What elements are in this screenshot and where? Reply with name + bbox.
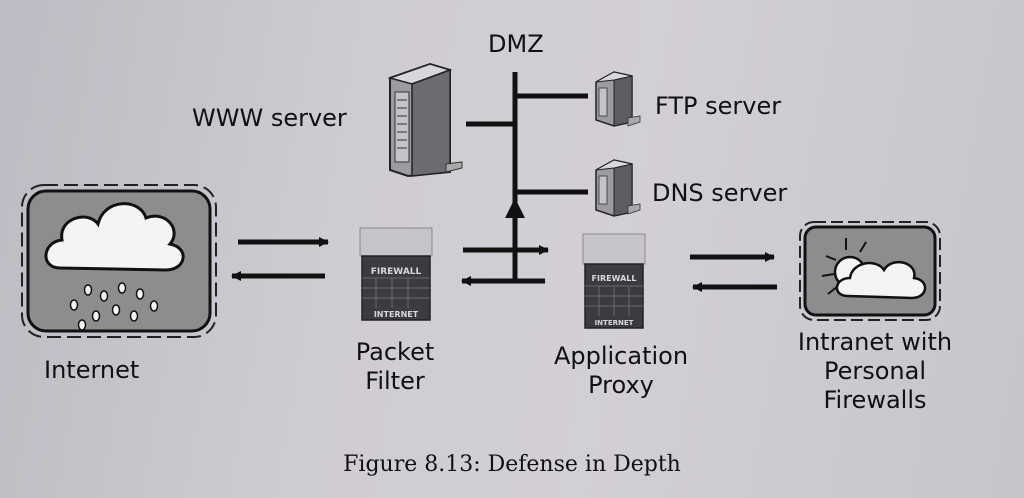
www-server-label: WWW server bbox=[192, 104, 347, 132]
intranet-sun-cloud-icon bbox=[799, 221, 941, 321]
ftp-server-icon bbox=[595, 71, 641, 127]
packet-filter-label-line-1: Packet bbox=[355, 338, 435, 366]
application-proxy-label: Application Proxy bbox=[536, 342, 706, 400]
intranet-label-line-3: Firewalls bbox=[823, 386, 927, 414]
arrows-filter-proxy bbox=[461, 245, 549, 286]
arrows-internet-filter bbox=[231, 237, 329, 281]
proxy-internet-text: INTERNET bbox=[595, 319, 634, 327]
intranet-label-line-2: Personal bbox=[823, 357, 927, 385]
packet-filter-label-line-2: Filter bbox=[365, 367, 425, 395]
packet-filter-firewall-icon: FIREWALL INTERNET bbox=[359, 227, 433, 321]
packet-filter-label: Packet Filter bbox=[320, 338, 470, 396]
proxy-firewall-text: FIREWALL bbox=[592, 274, 637, 283]
dmz-network-lines bbox=[466, 72, 588, 282]
dns-server-label: DNS server bbox=[652, 179, 788, 207]
arrows-proxy-intranet bbox=[690, 252, 777, 292]
application-proxy-label-line-2: Proxy bbox=[588, 371, 654, 399]
packet-filter-internet-text: INTERNET bbox=[374, 310, 419, 319]
www-server-icon bbox=[387, 62, 463, 178]
intranet-label: Intranet with Personal Firewalls bbox=[770, 328, 980, 415]
dmz-label: DMZ bbox=[488, 30, 544, 58]
dns-server-icon bbox=[595, 159, 641, 217]
ftp-server-label: FTP server bbox=[655, 92, 782, 120]
intranet-label-line-1: Intranet with bbox=[797, 328, 953, 356]
dmz-up-arrowhead bbox=[505, 198, 525, 218]
packet-filter-firewall-text: FIREWALL bbox=[371, 267, 422, 277]
application-proxy-label-line-1: Application bbox=[553, 342, 689, 370]
figure-caption: Figure 8.13: Defense in Depth bbox=[343, 452, 681, 477]
internet-label: Internet bbox=[44, 356, 140, 384]
internet-cloud-icon bbox=[21, 184, 217, 338]
application-proxy-firewall-icon: FIREWALL INTERNET bbox=[582, 233, 646, 329]
